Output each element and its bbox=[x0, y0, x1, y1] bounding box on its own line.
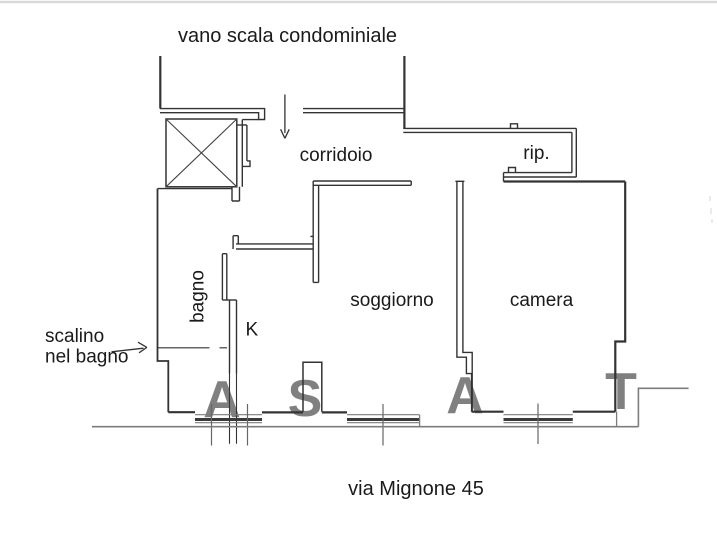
exterior-left-wall bbox=[156, 188, 170, 413]
bathroom-label: bagno bbox=[188, 270, 209, 323]
bath-wall-extension bbox=[228, 373, 238, 444]
window-glass bbox=[195, 418, 262, 421]
bottom-walls bbox=[168, 361, 347, 414]
corridor-label: corridoio bbox=[300, 145, 373, 166]
window-ticks bbox=[210, 403, 539, 446]
living-bedroom-divider bbox=[455, 180, 473, 412]
kitchen-wall-stub bbox=[232, 235, 239, 249]
storage-bottom-notch bbox=[507, 166, 517, 173]
top-left-wall bbox=[160, 107, 266, 121]
watermark-letter: S bbox=[288, 370, 323, 428]
title-label: vano scala condominiale bbox=[178, 25, 397, 47]
step-note-arrow bbox=[111, 341, 148, 354]
storage-walls bbox=[403, 123, 577, 182]
arrows bbox=[111, 94, 290, 354]
storage-bottom-wall bbox=[502, 171, 577, 178]
labels: vano scala condominiale corridoio rip. b… bbox=[45, 25, 574, 500]
step-note-line2: nel bagno bbox=[45, 347, 128, 368]
living-room-label: soggiorno bbox=[350, 290, 433, 311]
window-frame bbox=[195, 414, 262, 424]
storage-label: rip. bbox=[523, 143, 549, 164]
elevator-cross bbox=[165, 118, 238, 188]
windows-and-exterior bbox=[92, 387, 689, 446]
divider-right-line bbox=[462, 181, 473, 412]
jamb-step bbox=[242, 160, 251, 168]
pillar bbox=[302, 361, 323, 412]
jamb-foot bbox=[231, 186, 241, 202]
walls bbox=[156, 56, 627, 444]
storage-top-notch bbox=[509, 123, 519, 129]
kitchen-top-wall bbox=[236, 243, 314, 250]
elevator-jamb bbox=[231, 118, 259, 202]
storage-right-wall bbox=[571, 128, 577, 177]
living-left-wall bbox=[312, 181, 320, 284]
top-right-wall bbox=[303, 107, 405, 114]
bedroom-right-wall bbox=[614, 181, 627, 412]
step-note-line1: scalino bbox=[45, 326, 104, 347]
living-top-wall bbox=[313, 180, 412, 186]
bath-wall-lower bbox=[228, 300, 238, 374]
storage-top-wall bbox=[403, 127, 577, 134]
exterior-step-line bbox=[637, 387, 689, 427]
address-label: via Mignone 45 bbox=[348, 478, 484, 500]
entrance-arrow bbox=[280, 94, 290, 139]
watermark-letter: A bbox=[446, 367, 484, 425]
elevator-box bbox=[165, 118, 238, 188]
elevator-shaft bbox=[165, 118, 238, 188]
watermark: A S A T bbox=[203, 196, 713, 429]
bath-wall-upper bbox=[221, 253, 228, 300]
bedroom-walls bbox=[471, 180, 627, 413]
living-room-walls bbox=[310, 180, 412, 284]
bedroom-label: camera bbox=[510, 290, 574, 311]
kitchen-wall bbox=[232, 235, 314, 250]
kitchen-label: K bbox=[246, 320, 259, 341]
bathroom-right-wall bbox=[221, 253, 238, 444]
watermark-edge-marks bbox=[709, 196, 713, 223]
